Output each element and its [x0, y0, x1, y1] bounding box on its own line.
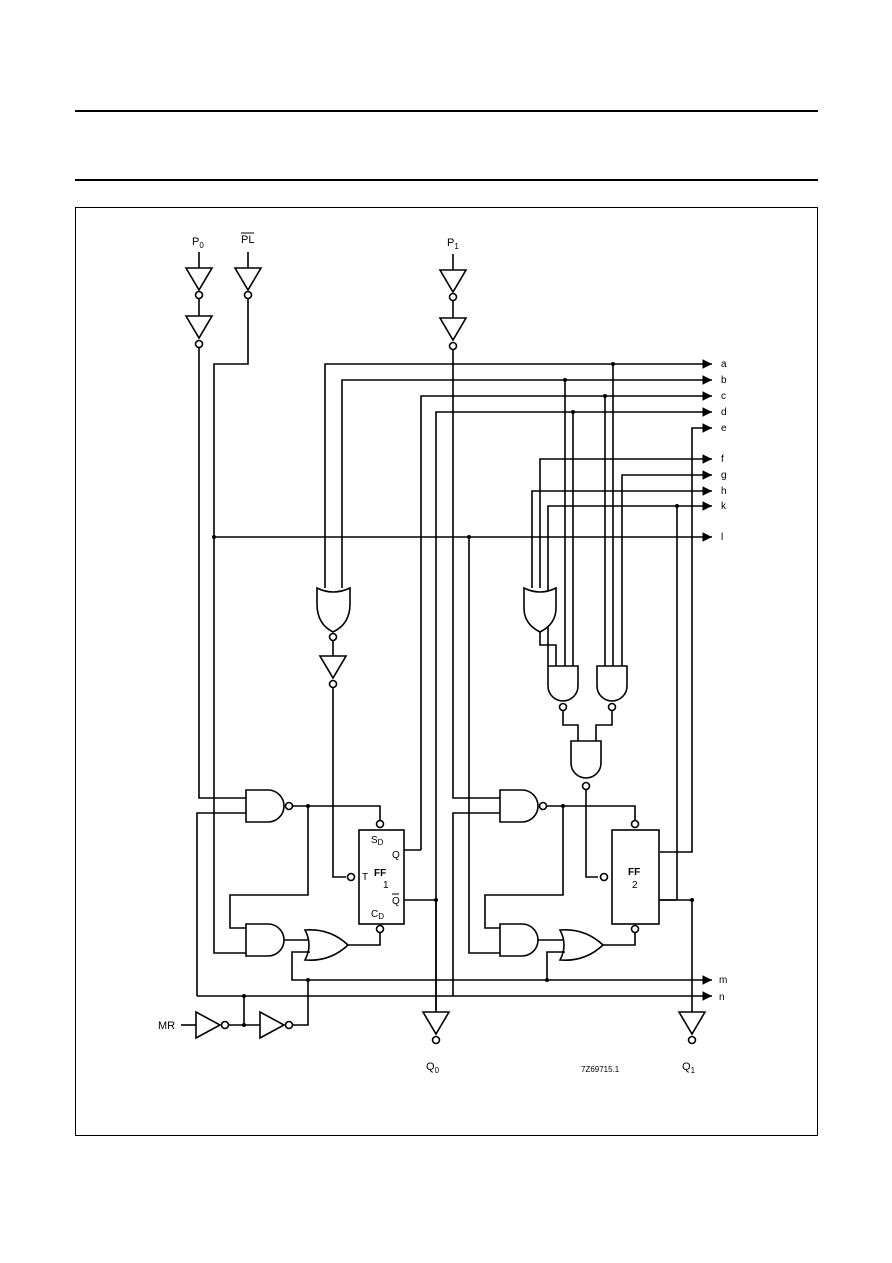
mr-input-buffer: [195, 1010, 222, 1040]
bus-label-l: l: [721, 532, 723, 543]
bus-label-e: e: [721, 423, 727, 434]
p0-input-buffer: [184, 267, 214, 292]
bus-label-n: n: [719, 992, 725, 1003]
pl-label: PL: [241, 234, 254, 246]
nand-gate-b: [596, 665, 628, 702]
or-gate-1: [303, 928, 350, 962]
header-rule-bottom: [75, 179, 818, 181]
bus-label-b: b: [721, 375, 727, 386]
bus-label-g: g: [721, 470, 727, 481]
or-gate-2: [558, 928, 605, 962]
bus-label-d: d: [721, 407, 727, 418]
mr-inverter: [259, 1010, 286, 1040]
or-gate-fh: [523, 586, 557, 633]
nor-gate-ab: [316, 586, 351, 633]
ff2-title: FF: [628, 867, 640, 878]
bus-label-a: a: [721, 359, 727, 370]
ff1-t-label: T: [362, 872, 368, 883]
p0-inverter: [184, 315, 214, 340]
ff1-q-label: Q: [392, 850, 400, 861]
header-rule-top: [75, 110, 818, 112]
diagram-frame: [75, 207, 818, 1136]
q0-label: Q0: [426, 1061, 440, 1075]
ff1-cd-label: CD: [371, 909, 384, 921]
bus-label-h: h: [721, 486, 727, 497]
p1-label: P1: [447, 237, 459, 251]
nand-gate-a: [547, 665, 579, 702]
p1-inverter: [438, 317, 468, 342]
p0-label: P0: [192, 236, 204, 250]
nand-gate-2: [499, 789, 539, 823]
q1-output-buffer: [677, 1011, 707, 1036]
ab-inverter: [318, 655, 348, 680]
q0-output-buffer: [421, 1011, 451, 1036]
ff1-title: FF: [374, 868, 386, 879]
ff1-sd-label: SD: [371, 835, 384, 847]
nand-gate-c: [570, 740, 602, 779]
pl-input-buffer: [233, 267, 263, 292]
ff2-number: 2: [632, 880, 638, 891]
and-gate-1: [245, 923, 285, 957]
bus-label-c: c: [721, 391, 726, 402]
ff1-qbar-label: Q: [392, 896, 400, 907]
mr-label: MR: [158, 1020, 175, 1032]
flip-flop-2: [611, 829, 660, 925]
and-gate-2: [499, 923, 539, 957]
bus-label-f: f: [721, 454, 724, 465]
p1-input-buffer: [438, 269, 468, 294]
q1-label: Q1: [682, 1061, 696, 1075]
bus-label-k: k: [721, 501, 727, 512]
flip-flop-1: [358, 829, 405, 925]
bus-label-m: m: [719, 975, 727, 986]
figure-code: 7Z69715.1: [581, 1065, 620, 1074]
ff1-number: 1: [383, 880, 389, 891]
nand-gate-1: [245, 789, 285, 823]
